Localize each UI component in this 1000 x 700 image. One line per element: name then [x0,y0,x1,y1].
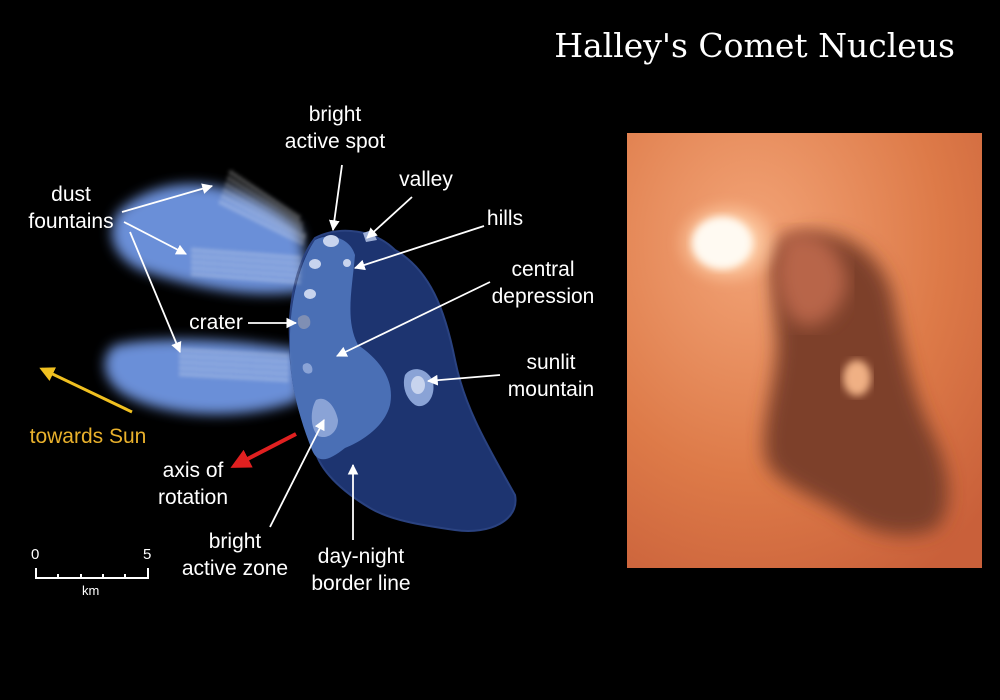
scale-max: 5 [143,546,152,563]
label-crater: crater [189,311,243,334]
nucleus-photograph [627,133,982,568]
label-valley: valley [399,168,453,191]
dust-glow [104,184,310,415]
rotation-axis-arrow [230,432,297,468]
label-towards-sun: towards Sun [29,425,147,448]
label-hills: hills [486,207,524,230]
towards-sun-arrow [39,367,133,414]
scale-min: 0 [31,546,40,563]
scale-bar [35,568,149,579]
dust-jets [179,171,307,381]
nucleus-diagram [35,164,517,579]
scale-unit: km [82,583,100,598]
annotation-arrows [121,164,501,540]
page-title: Halley's Comet Nucleus [554,26,955,65]
